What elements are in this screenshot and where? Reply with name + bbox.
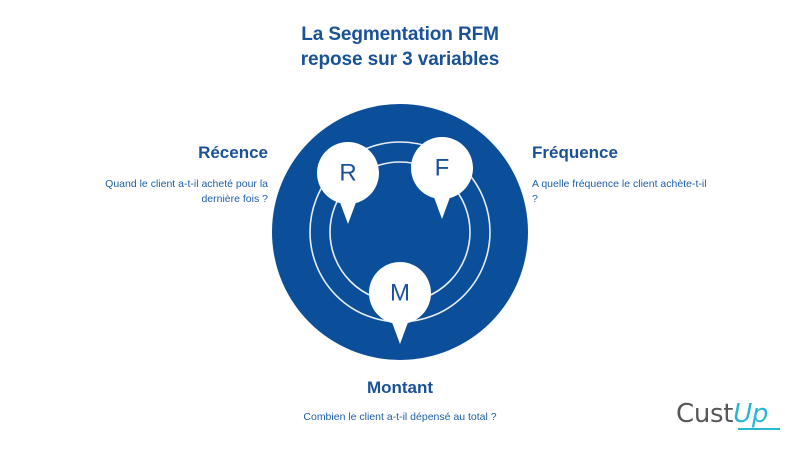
custup-logo: CustUp <box>676 398 786 434</box>
custup-logo-underline <box>738 428 780 430</box>
variable-heading-montant: Montant <box>366 378 434 397</box>
variable-heading-frequence: Fréquence <box>532 143 618 162</box>
map-pin-icon <box>317 142 379 224</box>
variable-block-frequence: Fréquence A quelle fréquence le client a… <box>532 142 712 207</box>
map-pin-icon <box>369 262 431 344</box>
page-title-line-1: La Segmentation RFM <box>301 24 499 45</box>
pin-frequence-letter: F <box>435 155 450 182</box>
custup-logo-cust: Cust <box>676 399 734 429</box>
pin-montant-letter: M <box>390 280 410 307</box>
pin-montant[interactable]: M <box>369 262 431 344</box>
variable-block-montant: Montant Combien le client a-t-il dépensé… <box>300 377 500 425</box>
variable-description-montant: Combien le client a-t-il dépensé au tota… <box>303 411 497 423</box>
variable-block-recence: Récence Quand le client a-t-il acheté po… <box>100 142 268 207</box>
rfm-circle-diagram: R F M <box>272 104 528 360</box>
page-title: La Segmentation RFM repose sur 3 variabl… <box>0 22 800 72</box>
variable-description-recence: Quand le client a-t-il acheté pour la de… <box>105 178 268 205</box>
variable-heading-recence: Récence <box>198 143 268 162</box>
pin-frequence[interactable]: F <box>411 137 473 219</box>
custup-logo-up: Up <box>733 399 769 429</box>
variable-description-frequence: A quelle fréquence le client achète-t-il… <box>532 178 707 205</box>
page-title-line-2: repose sur 3 variables <box>300 49 500 70</box>
pin-recence-letter: R <box>339 160 356 187</box>
map-pin-icon <box>411 137 473 219</box>
pin-recence[interactable]: R <box>317 142 379 224</box>
